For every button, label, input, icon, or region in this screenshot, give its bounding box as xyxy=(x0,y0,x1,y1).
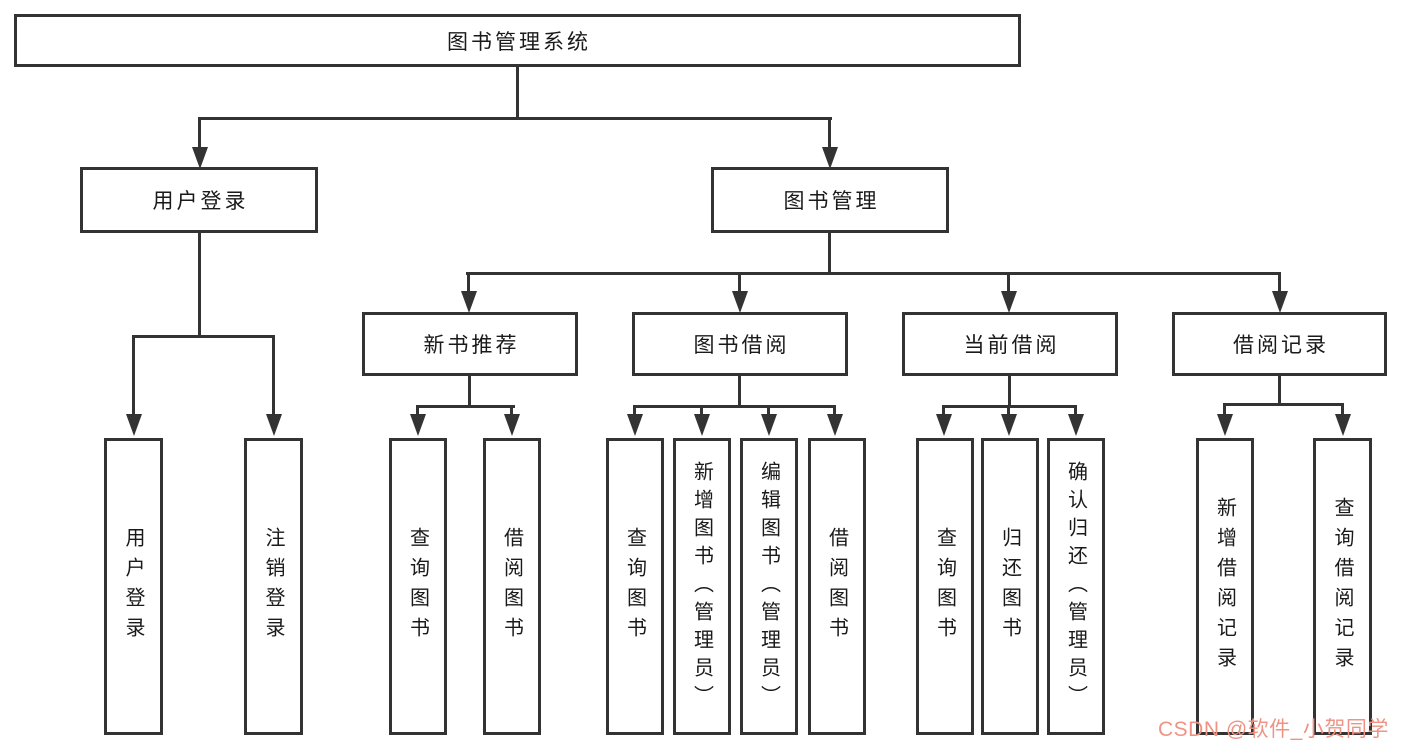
arrow-down-icon xyxy=(504,414,520,436)
connector-current-drop-2 xyxy=(1007,405,1010,416)
arrow-down-icon xyxy=(627,414,643,436)
leaf-recommend-query-books: 查询图书 xyxy=(389,438,447,735)
arrow-down-icon xyxy=(410,414,426,436)
arrow-down-icon xyxy=(126,414,142,436)
arrow-down-icon xyxy=(266,414,282,436)
connector-borrowing-stem xyxy=(738,375,741,408)
connector-mgmt-drop-1 xyxy=(467,272,470,293)
connector-root-split xyxy=(198,117,832,120)
connector-borrowing-drop-2 xyxy=(700,405,703,416)
connector-current-drop-3 xyxy=(1074,405,1077,416)
connector-login-split xyxy=(132,335,275,338)
connector-mgmt-drop-4 xyxy=(1278,272,1281,293)
connector-login-drop-right xyxy=(272,335,275,416)
leaf-logout: 注销登录 xyxy=(244,438,303,735)
node-book-borrowing: 图书借阅 xyxy=(632,312,848,376)
leaf-borrowing-add-books: 新增图书（管理员） xyxy=(673,438,731,735)
connector-current-stem xyxy=(1008,375,1011,408)
connector-recommend-drop-2 xyxy=(510,405,513,416)
connector-records-drop-1 xyxy=(1223,403,1226,416)
arrow-down-icon xyxy=(1068,414,1084,436)
arrow-down-icon xyxy=(1217,414,1233,436)
node-current-borrowing: 当前借阅 xyxy=(902,312,1118,376)
connector-borrowing-split xyxy=(633,405,836,408)
leaf-records-add-record: 新增借阅记录 xyxy=(1196,438,1254,735)
arrow-down-icon xyxy=(936,414,952,436)
leaf-current-query-books: 查询图书 xyxy=(916,438,974,735)
leaf-recommend-borrow-books: 借阅图书 xyxy=(483,438,541,735)
connector-root-drop-right xyxy=(828,117,831,150)
leaf-current-confirm-return: 确认归还（管理员） xyxy=(1047,438,1105,735)
connector-login-drop-left xyxy=(132,335,135,416)
arrow-down-icon xyxy=(761,414,777,436)
connector-recommend-stem xyxy=(468,375,471,408)
connector-borrowing-drop-1 xyxy=(633,405,636,416)
node-borrowing-records: 借阅记录 xyxy=(1172,312,1387,376)
connector-mgmt-stem xyxy=(828,232,831,275)
arrow-down-icon xyxy=(827,414,843,436)
node-book-management-branch: 图书管理 xyxy=(711,167,949,233)
arrow-down-icon xyxy=(192,147,208,169)
arrow-down-icon xyxy=(822,147,838,169)
connector-records-stem xyxy=(1278,375,1281,406)
leaf-user-login: 用户登录 xyxy=(104,438,163,735)
leaf-borrowing-query-books: 查询图书 xyxy=(606,438,664,735)
node-user-login-branch: 用户登录 xyxy=(80,167,318,233)
leaf-current-return-books: 归还图书 xyxy=(981,438,1039,735)
arrow-down-icon xyxy=(1001,291,1017,313)
connector-mgmt-drop-3 xyxy=(1007,272,1010,293)
arrow-down-icon xyxy=(732,291,748,313)
connector-records-drop-2 xyxy=(1341,403,1344,416)
csdn-watermark: CSDN @软件_小贺同学 xyxy=(1158,718,1389,741)
connector-current-drop-1 xyxy=(942,405,945,416)
arrow-down-icon xyxy=(1001,414,1017,436)
connector-borrowing-drop-3 xyxy=(767,405,770,416)
connector-recommend-split xyxy=(416,405,515,408)
leaf-records-query-record: 查询借阅记录 xyxy=(1313,438,1372,735)
node-library-management-system: 图书管理系统 xyxy=(14,14,1021,67)
connector-recommend-drop-1 xyxy=(416,405,419,416)
connector-mgmt-split xyxy=(466,272,1281,275)
connector-borrowing-drop-4 xyxy=(833,405,836,416)
arrow-down-icon xyxy=(1272,291,1288,313)
arrow-down-icon xyxy=(694,414,710,436)
arrow-down-icon xyxy=(1335,414,1351,436)
connector-root-stem xyxy=(516,66,519,120)
node-new-book-recommend: 新书推荐 xyxy=(362,312,578,376)
connector-login-stem xyxy=(198,232,201,338)
connector-records-split xyxy=(1223,403,1344,406)
leaf-borrowing-borrow-books: 借阅图书 xyxy=(808,438,866,735)
connector-mgmt-drop-2 xyxy=(738,272,741,293)
arrow-down-icon xyxy=(461,291,477,313)
connector-root-drop-left xyxy=(198,117,201,150)
leaf-borrowing-edit-books: 编辑图书（管理员） xyxy=(740,438,798,735)
